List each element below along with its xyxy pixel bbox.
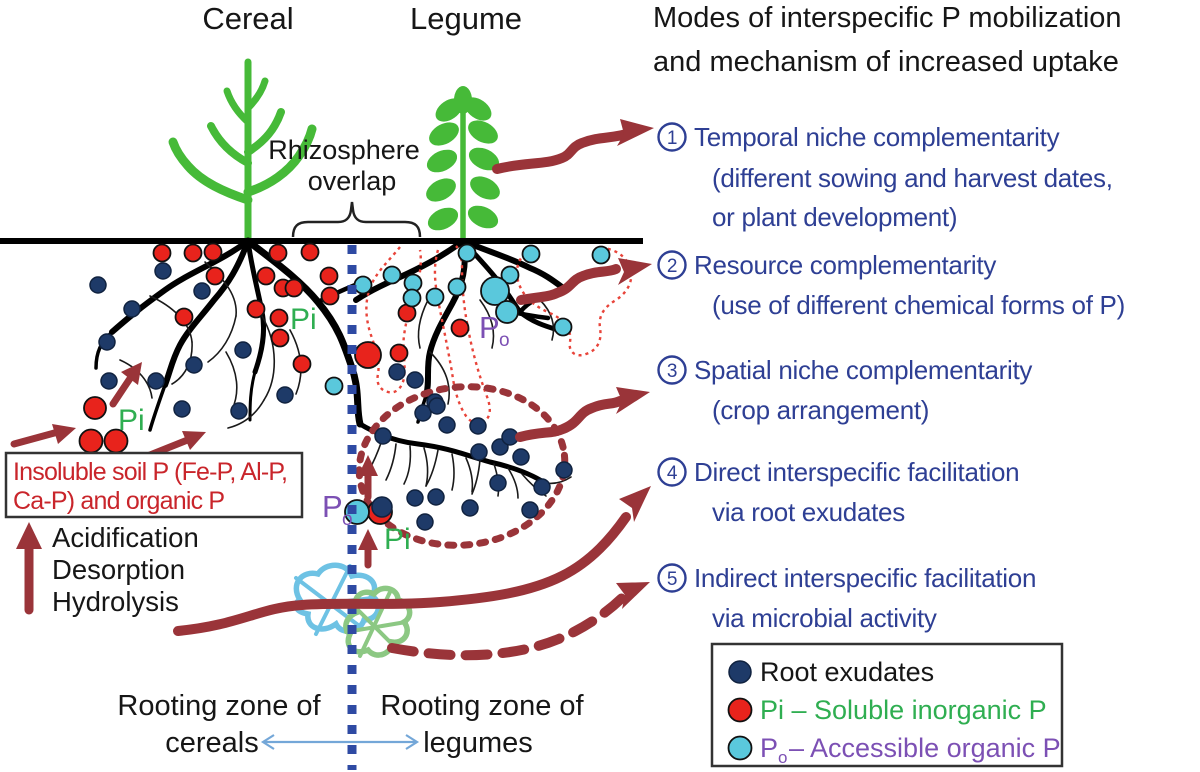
mode-4-line1: Direct interspecific facilitation	[694, 457, 1019, 487]
arrow-mode-3	[515, 396, 625, 442]
mode-4-number-circle	[657, 457, 687, 487]
legend-label-pi: Pi – Soluble inorganic P	[760, 695, 1047, 725]
legume-plant	[426, 86, 500, 244]
pi-label-upper: Pi	[290, 303, 317, 336]
mode-1-line1: Temporal niche complementarity	[694, 122, 1060, 152]
mode-2-line1: Resource complementarity	[694, 250, 996, 280]
legend-label-po-rest: – Accessible organic P	[789, 733, 1061, 763]
legend-label-po-sub: o	[778, 748, 787, 767]
mode-1-number-circle	[657, 122, 687, 152]
mode-4-number: 4	[667, 463, 678, 484]
rooting-zone-left-line2: cereals	[165, 727, 259, 759]
legume-label: Legume	[410, 1, 522, 36]
rhizosphere-brace	[291, 201, 422, 238]
arrow-mode-5	[387, 591, 629, 661]
po-label-pair-main: P	[322, 489, 343, 524]
mode-3-line2: (crop arrangement)	[712, 395, 929, 425]
rooting-zone-left-line1: Rooting zone of	[117, 690, 321, 722]
pi-label-pair: Pi	[384, 523, 411, 556]
rooting-zone-right-line2: legumes	[423, 727, 533, 759]
mode-5-line2: via microbial activity	[712, 603, 937, 633]
mode-list: 1 Temporal niche complementarity (differ…	[657, 122, 1125, 633]
legend-label-po-main: P	[760, 733, 778, 763]
legend-swatch-pi	[727, 697, 753, 723]
legend-swatch-root-exudates	[728, 660, 752, 684]
mode-5-number-circle	[657, 563, 687, 593]
insoluble-p-box: Insoluble soil P (Fe-P, Al-P, Ca-P) and …	[4, 451, 304, 519]
heading-line2: and mechanism of increased uptake	[653, 46, 1119, 78]
arrow-mode-1	[492, 128, 635, 174]
mode-1-line3: or plant development)	[712, 202, 957, 232]
arrow-mode-4	[173, 512, 631, 636]
process-hydrolysis: Hydrolysis	[52, 586, 179, 617]
po-label-pair-sub: o	[342, 509, 353, 530]
mode-1-number: 1	[667, 128, 677, 149]
mode-2-number-circle	[657, 250, 687, 280]
mode-1-line2: (different sowing and harvest dates,	[712, 163, 1113, 193]
process-desorption: Desorption	[52, 554, 185, 585]
mode-3-number: 3	[667, 361, 677, 382]
mode-2-line2: (use of different chemical forms of P)	[712, 290, 1125, 320]
cereal-label: Cereal	[202, 1, 293, 36]
zone-span-arrow	[260, 734, 420, 750]
legend-swatch-po	[727, 735, 753, 761]
rhizosphere-label-line2: overlap	[308, 166, 397, 196]
rooting-zone-right-line1: Rooting zone of	[380, 690, 584, 722]
arrow-mode-2	[516, 264, 621, 305]
mode-3-line1: Spatial niche complementarity	[694, 355, 1032, 385]
mode-5-number: 5	[667, 569, 677, 590]
po-label-upper-sub: o	[499, 330, 510, 351]
rooting-zone-labels: Rooting zone of cereals Rooting zone of …	[117, 690, 584, 759]
mode-3-number-circle	[657, 355, 687, 385]
crop-arrangement-ellipse	[355, 383, 569, 549]
root-system-cereal	[94, 237, 364, 432]
cereal-plant	[168, 58, 317, 245]
legend-label-root-exudates: Root exudates	[760, 657, 934, 687]
po-label-upper-main: P	[479, 310, 500, 345]
mode-2-number: 2	[667, 256, 677, 277]
legend-box	[710, 642, 1064, 768]
process-acidification: Acidification	[52, 522, 199, 553]
mode-4-line2: via root exudates	[712, 497, 905, 527]
mode-arrows	[173, 119, 654, 661]
mode-5-line1: Indirect interspecific facilitation	[694, 563, 1036, 593]
legend: Root exudates Pi – Soluble inorganic P P…	[710, 642, 1064, 768]
heading-line1: Modes of interspecific P mobilization	[653, 2, 1122, 34]
insoluble-p-line1: Insoluble soil P (Fe-P, Al-P,	[13, 458, 287, 486]
soil-dots	[78, 242, 611, 531]
insoluble-p-line2: Ca-P) and organic P	[13, 487, 224, 515]
rhizosphere-label-line1: Rhizosphere	[268, 135, 420, 165]
pi-label-left: Pi	[118, 404, 145, 437]
